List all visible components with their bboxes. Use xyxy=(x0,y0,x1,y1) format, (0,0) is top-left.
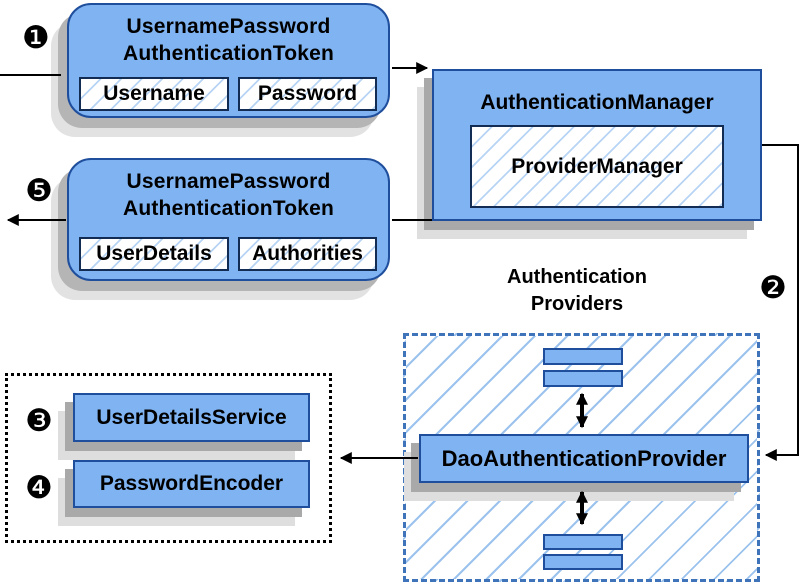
password-encoder-box: PasswordEncoder xyxy=(73,460,310,508)
authentication-providers-label: Authentication Providers xyxy=(507,266,647,315)
request-token-title: UsernamePassword AuthenticationToken xyxy=(122,15,335,65)
provider-placeholder-bar xyxy=(543,554,623,570)
request-token-box: UsernamePassword AuthenticationToken Use… xyxy=(67,3,390,118)
result-token-title: UsernamePassword AuthenticationToken xyxy=(122,170,335,220)
step-4-badge: ❹ xyxy=(25,470,53,505)
result-token-box: UsernamePassword AuthenticationToken Use… xyxy=(67,158,390,281)
username-field-box: Username xyxy=(79,77,229,111)
authentication-manager-title: AuthenticationManager xyxy=(480,91,714,114)
dao-authentication-provider-box: DaoAuthenticationProvider xyxy=(419,434,749,483)
provider-placeholder-bar xyxy=(543,348,623,365)
user-details-service-box: UserDetailsService xyxy=(73,393,310,442)
authentication-manager-box: AuthenticationManager ProviderManager xyxy=(432,69,762,221)
step-1-badge: ❶ xyxy=(22,20,50,55)
step-5-badge: ❺ xyxy=(25,173,53,208)
provider-placeholder-bar xyxy=(543,370,623,387)
provider-placeholder-bar xyxy=(543,534,623,550)
authorities-field-box: Authorities xyxy=(238,237,377,271)
password-field-box: Password xyxy=(238,77,377,111)
collaborators-dotted-box xyxy=(5,373,332,543)
userdetails-field-box: UserDetails xyxy=(79,237,229,271)
provider-manager-box: ProviderManager xyxy=(470,125,724,208)
step-3-badge: ❸ xyxy=(25,403,53,438)
step-2-badge: ❷ xyxy=(759,270,787,305)
